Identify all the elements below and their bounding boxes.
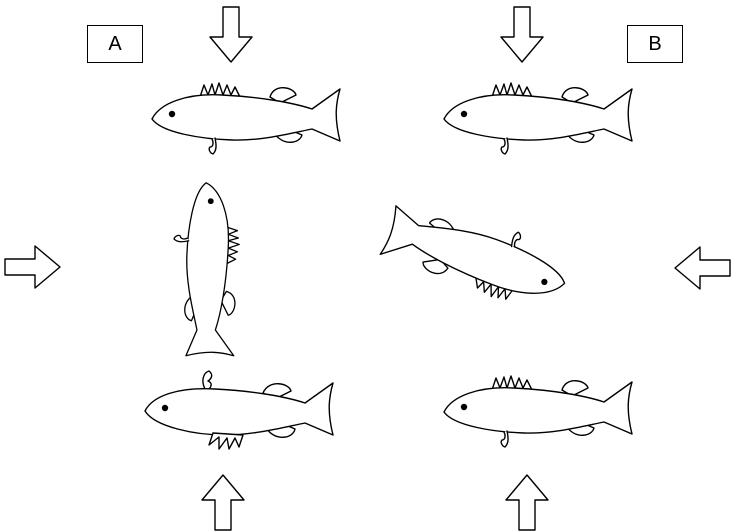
fish-icon	[377, 193, 576, 318]
up-arrow-icon	[505, 474, 549, 531]
left-arrow-icon	[674, 246, 731, 290]
fish-icon	[443, 375, 633, 448]
panel-label-b: B	[627, 25, 683, 63]
fish-icon	[151, 82, 341, 155]
fish-icon	[173, 182, 240, 357]
fish-icon	[144, 370, 334, 450]
panel-label-a: A	[87, 25, 143, 63]
down-arrow-icon	[500, 6, 544, 63]
up-arrow-icon	[201, 474, 245, 531]
down-arrow-icon	[209, 6, 253, 63]
fish-icon	[443, 82, 633, 155]
right-arrow-icon	[4, 245, 61, 289]
